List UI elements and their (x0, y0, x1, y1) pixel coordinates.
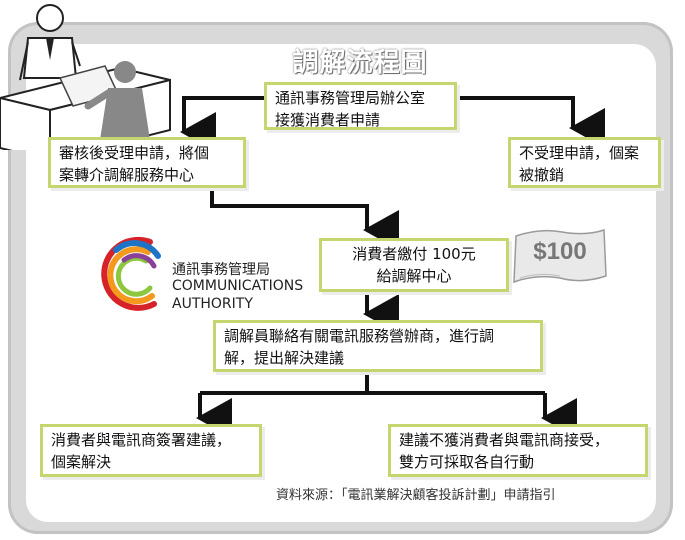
node-mediate: 調解員聯絡有關電訊服務營辦商，進行調 解，提出解決建議 (213, 320, 543, 372)
banknote-illustration: $100 (510, 226, 610, 288)
node-agree-line-2: 個案解決 (51, 453, 112, 471)
ca-logo-icon (101, 236, 161, 311)
node-mediate-line-2: 解，提出解決建議 (224, 349, 345, 367)
arrow-accept-to-payment (210, 188, 399, 250)
arrow-mediate-to-outcomes (200, 372, 545, 395)
arrow-intake-to-accept (180, 96, 265, 152)
node-payment-line-2: 給調解中心 (376, 267, 452, 285)
logo-name-en-1: COMMUNICATIONS (172, 278, 304, 294)
logo-name-en-2: AUTHORITY (172, 296, 253, 312)
node-reject: 不受理申請，個案 被撤銷 (508, 137, 661, 188)
node-payment-line-1: 消費者繳付 100元 (352, 245, 476, 263)
arrow-intake-to-reject (456, 96, 605, 148)
node-intake: 通訊事務管理局辦公室 接獲消費者申請 (264, 82, 457, 130)
node-agree-line-1: 消費者與電訊商簽署建議， (51, 431, 232, 449)
node-reject-line-1: 不受理申請，個案 (519, 144, 640, 162)
node-disagree-line-2: 雙方可採取各自行動 (399, 453, 535, 471)
node-accept-line-1: 審核後受理申請，將個 (59, 144, 210, 162)
logo-name-zh: 通訊事務管理局 (172, 262, 270, 278)
node-intake-line-1: 通訊事務管理局辦公室 (275, 89, 426, 107)
node-mediate-line-1: 調解員聯絡有關電訊服務營辦商，進行調 (224, 327, 495, 345)
banknote-label: $100 (533, 238, 587, 265)
node-reject-line-2: 被撤銷 (519, 166, 565, 184)
clerk-illustration (0, 4, 171, 150)
node-disagree: 建議不獲消費者與電訊商接受， 雙方可採取各自行動 (388, 424, 648, 477)
node-intake-line-2: 接獲消費者申請 (275, 111, 381, 129)
source-note: 資料來源：「電訊業解決顧客投訴計劃」申請指引 (276, 488, 556, 503)
node-payment: 消費者繳付 100元 給調解中心 (319, 238, 509, 292)
node-disagree-line-1: 建議不獲消費者與電訊商接受， (399, 431, 610, 449)
diagram-title: 調解流程圖 (292, 48, 428, 78)
node-accept: 審核後受理申請，將個 案轉介調解服務中心 (48, 137, 246, 188)
node-accept-line-2: 案轉介調解服務中心 (59, 166, 195, 184)
node-agree: 消費者與電訊商簽署建議， 個案解決 (40, 424, 262, 477)
